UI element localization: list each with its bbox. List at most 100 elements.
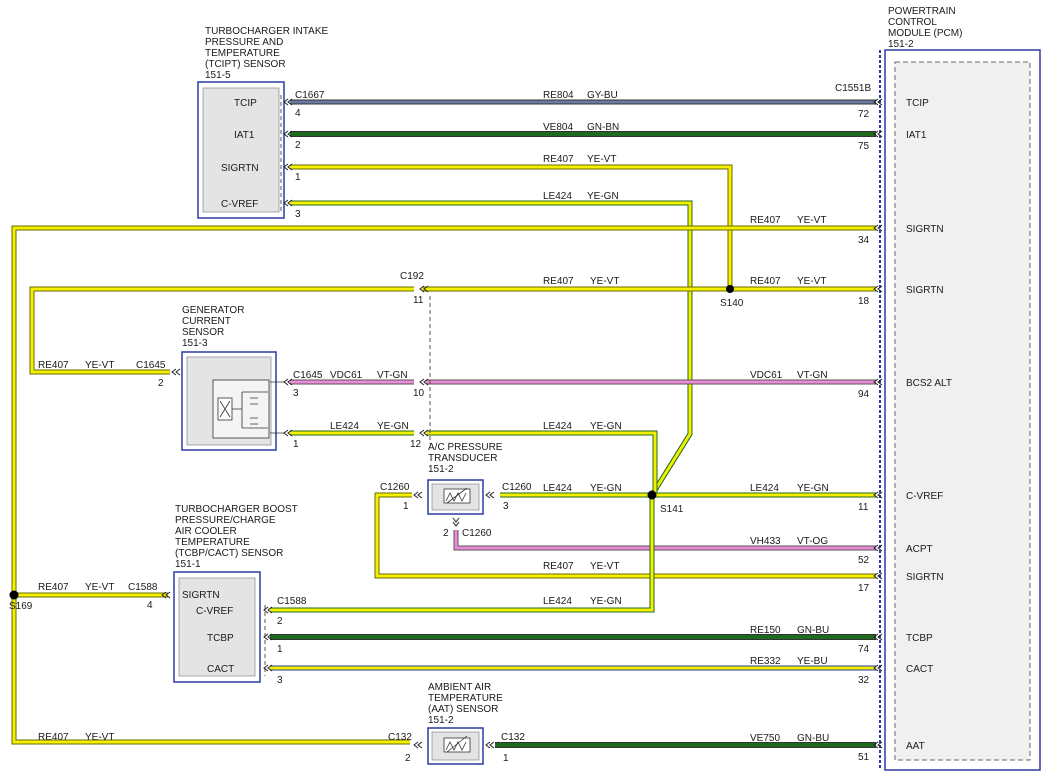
svg-text:32: 32 (858, 675, 870, 686)
svg-text:YE-VT: YE-VT (85, 732, 114, 743)
svg-text:YE-VT: YE-VT (797, 276, 826, 287)
svg-text:C1260: C1260 (502, 482, 532, 493)
svg-text:VT-GN: VT-GN (377, 370, 408, 381)
wire-sigrtn-17 (374, 492, 876, 579)
tcipt-title: TURBOCHARGER INTAKE PRESSURE AND TEMPERA… (205, 26, 328, 81)
wire-gcs-cvref (290, 430, 658, 495)
svg-text:IAT1: IAT1 (906, 130, 927, 141)
svg-text:SIGRTN: SIGRTN (906, 572, 944, 583)
svg-text:2: 2 (295, 140, 301, 151)
svg-text:YE-VT: YE-VT (85, 360, 114, 371)
svg-text:3: 3 (503, 501, 509, 512)
acp-sensor-box (427, 479, 484, 515)
svg-text:RE407: RE407 (543, 276, 574, 287)
svg-text:RE407: RE407 (38, 732, 69, 743)
svg-text:IAT1: IAT1 (234, 130, 255, 141)
svg-text:AMBIENT AIR: AMBIENT AIR (428, 682, 491, 693)
svg-text:151-2: 151-2 (428, 464, 454, 475)
svg-text:YE-GN: YE-GN (590, 596, 622, 607)
svg-text:74: 74 (858, 644, 870, 655)
tcbp-sensor-box (173, 571, 261, 683)
svg-text:72: 72 (858, 109, 870, 120)
svg-text:RE407: RE407 (543, 154, 574, 165)
svg-text:YE-GN: YE-GN (377, 421, 409, 432)
svg-text:RE407: RE407 (38, 582, 69, 593)
svg-text:RE407: RE407 (750, 276, 781, 287)
wire-sigrtn-18 (29, 286, 876, 375)
svg-text:75: 75 (858, 141, 870, 152)
svg-text:(TCBP/CACT) SENSOR: (TCBP/CACT) SENSOR (175, 548, 283, 559)
svg-text:12: 12 (410, 439, 422, 450)
tcipt-sensor-box (197, 81, 285, 219)
svg-text:BCS2 ALT: BCS2 ALT (906, 378, 952, 389)
svg-text:CACT: CACT (906, 664, 933, 675)
svg-text:AAT: AAT (906, 741, 925, 752)
svg-text:SIGRTN: SIGRTN (906, 224, 944, 235)
wire-tcbp-cvref (270, 495, 655, 613)
svg-text:TEMPERATURE: TEMPERATURE (175, 537, 250, 548)
svg-text:VE804: VE804 (543, 122, 573, 133)
svg-text:1: 1 (403, 501, 409, 512)
splice-labels: S140 S141 S169 (9, 298, 744, 612)
svg-text:S140: S140 (720, 298, 744, 309)
svg-text:POWERTRAIN: POWERTRAIN (888, 6, 956, 17)
svg-text:3: 3 (277, 675, 283, 686)
svg-text:151-1: 151-1 (175, 559, 201, 570)
svg-text:LE424: LE424 (543, 421, 572, 432)
svg-text:SIGRTN: SIGRTN (221, 163, 259, 174)
svg-text:MODULE (PCM): MODULE (PCM) (888, 28, 962, 39)
gcs-title: GENERATOR CURRENT SENSOR 151-3 (182, 305, 244, 349)
svg-text:TCBP: TCBP (906, 633, 933, 644)
svg-text:151-2: 151-2 (888, 39, 914, 50)
splice-s141-dot (647, 490, 657, 500)
svg-text:RE407: RE407 (750, 215, 781, 226)
svg-text:YE-BU: YE-BU (797, 656, 828, 667)
svg-text:TCIP: TCIP (906, 98, 929, 109)
svg-text:1: 1 (295, 172, 301, 183)
splice-s169-dot (9, 590, 19, 600)
svg-text:RE150: RE150 (750, 625, 781, 636)
svg-text:10: 10 (413, 388, 425, 399)
svg-text:S141: S141 (660, 504, 684, 515)
svg-text:2: 2 (405, 753, 411, 764)
svg-text:ACPT: ACPT (906, 544, 933, 555)
svg-text:RE332: RE332 (750, 656, 781, 667)
aat-title: AMBIENT AIR TEMPERATURE (AAT) SENSOR 151… (428, 682, 503, 726)
svg-text:2: 2 (158, 378, 164, 389)
svg-text:CURRENT: CURRENT (182, 316, 231, 327)
svg-text:151-2: 151-2 (428, 715, 454, 726)
svg-text:YE-GN: YE-GN (590, 483, 622, 494)
svg-text:YE-GN: YE-GN (587, 191, 619, 202)
gcs-sensor-box (181, 351, 285, 451)
svg-text:C1667: C1667 (295, 90, 325, 101)
svg-text:GENERATOR: GENERATOR (182, 305, 244, 316)
svg-text:(AAT) SENSOR: (AAT) SENSOR (428, 704, 498, 715)
svg-text:C-VREF: C-VREF (906, 491, 943, 502)
svg-text:C132: C132 (501, 732, 525, 743)
svg-text:SENSOR: SENSOR (182, 327, 224, 338)
svg-text:GN-BU: GN-BU (797, 733, 829, 744)
svg-text:GY-BU: GY-BU (587, 90, 618, 101)
svg-text:VDC61: VDC61 (750, 370, 783, 381)
svg-text:11: 11 (413, 295, 424, 306)
wire-acpt (453, 530, 876, 551)
svg-text:17: 17 (858, 583, 870, 594)
svg-text:YE-VT: YE-VT (85, 582, 114, 593)
svg-text:2: 2 (277, 616, 283, 627)
svg-text:TRANSDUCER: TRANSDUCER (428, 453, 497, 464)
svg-text:TEMPERATURE: TEMPERATURE (428, 693, 503, 704)
svg-text:C1645: C1645 (136, 360, 166, 371)
svg-text:52: 52 (858, 555, 870, 566)
svg-text:GN-BN: GN-BN (587, 122, 619, 133)
svg-text:TEMPERATURE: TEMPERATURE (205, 48, 280, 59)
svg-text:VT-OG: VT-OG (797, 536, 828, 547)
svg-text:1: 1 (293, 439, 299, 450)
svg-text:C-VREF: C-VREF (196, 606, 233, 617)
svg-text:AIR COOLER: AIR COOLER (175, 526, 237, 537)
svg-text:C1588: C1588 (277, 596, 307, 607)
svg-text:CONTROL: CONTROL (888, 17, 937, 28)
svg-text:LE424: LE424 (543, 191, 572, 202)
svg-text:3: 3 (295, 209, 301, 220)
